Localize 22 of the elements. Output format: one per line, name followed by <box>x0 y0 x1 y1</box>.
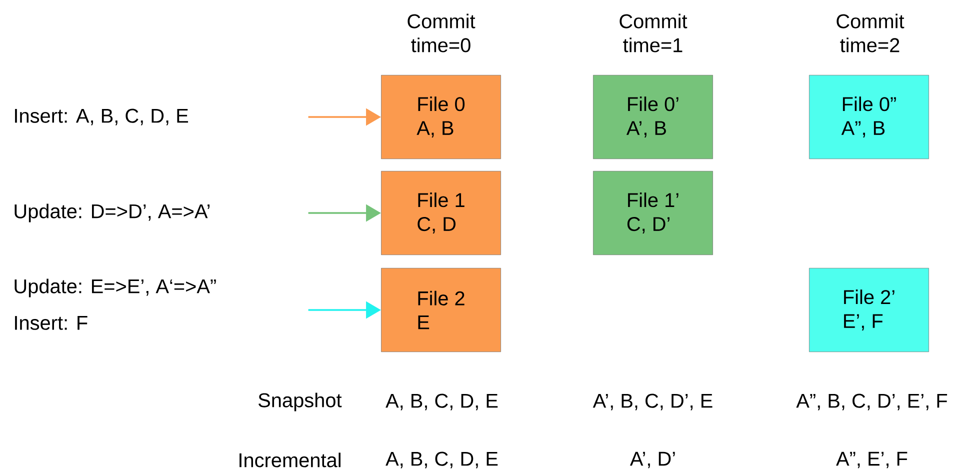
element-list: A’, B, C, D’, E <box>592 394 712 410</box>
file-box: File 0’ A’, B <box>593 74 713 160</box>
commit-header: Commit time=0 <box>408 14 476 52</box>
element-list: A”, E’, F <box>836 452 908 468</box>
row-label: Snapshot <box>258 392 342 412</box>
operation-text: Insert: F <box>15 316 88 330</box>
operation-text: Update: E=>E’, A‘=>A” <box>14 278 216 298</box>
file-box: File 2 E <box>381 268 501 352</box>
file-box: File 0” A”, B <box>809 74 929 160</box>
operation-text: Insert: A, B, C, D, E <box>15 108 188 126</box>
commit-header: Commit time=1 <box>620 14 688 52</box>
file-box: File 2’ E’, F <box>809 268 929 352</box>
file-box: File 1’ C, D’ <box>593 170 713 256</box>
operation-text: Update: D=>D’, A=>A’ <box>14 204 210 222</box>
element-list: A”, B, C, D’, E’, F <box>796 394 948 410</box>
commit-header: Commit time=2 <box>836 14 904 52</box>
element-list: A, B, C, D, E <box>386 394 498 410</box>
element-list: A’, D’ <box>630 452 675 468</box>
file-box: File 0 A, B <box>381 74 501 160</box>
file-box: File 1 C, D <box>381 170 501 256</box>
row-label: Incremental <box>240 452 340 468</box>
element-list: A, B, C, D, E <box>386 452 498 468</box>
